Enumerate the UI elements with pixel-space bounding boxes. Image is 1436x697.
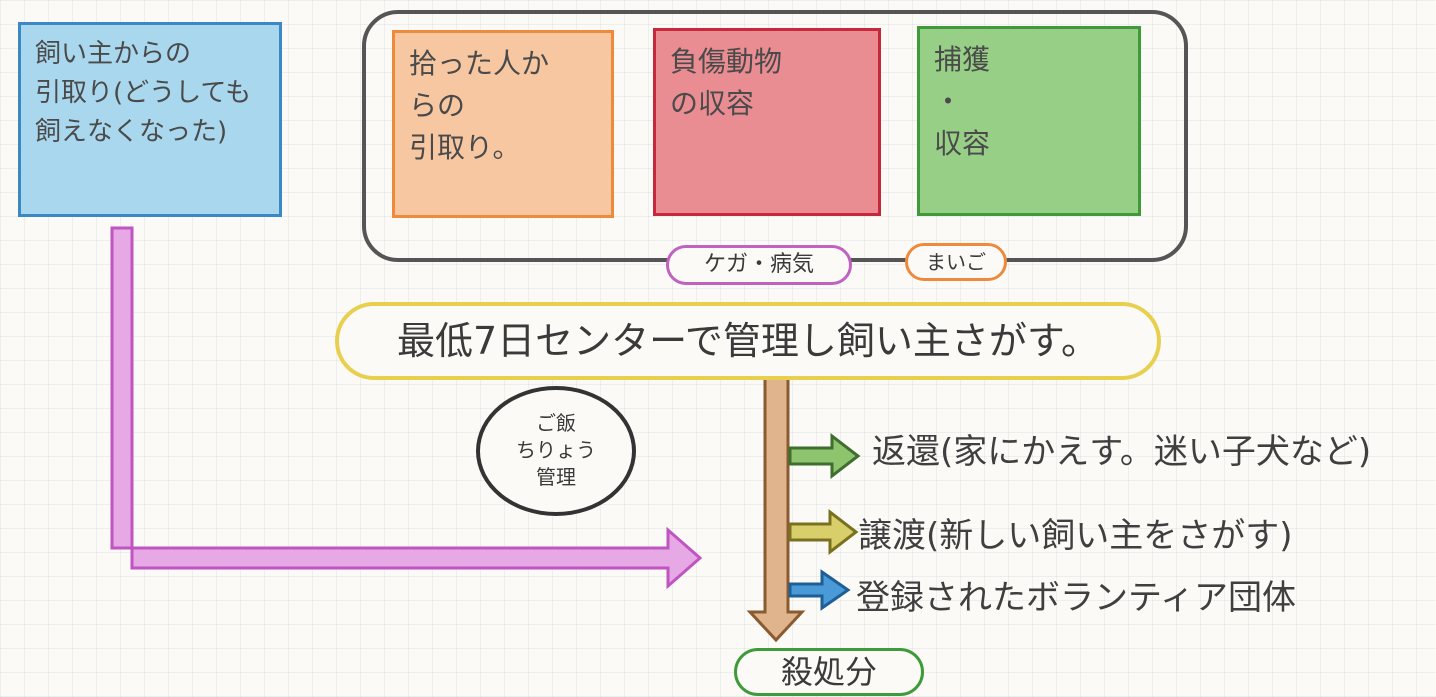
finder-pickup-box: 拾った人か らの 引取り。 xyxy=(392,30,614,218)
outcome-return: 返還(家にかえす。迷い子犬など) xyxy=(872,432,1372,472)
green-arrow xyxy=(788,432,861,480)
injured-animal-box: 負傷動物 の収容 xyxy=(653,28,881,216)
tan-down-arrow xyxy=(746,374,806,643)
injury-illness-tag: ケガ・病気 xyxy=(666,245,852,285)
care-speech-bubble: ご飯 ちりょう 管理 xyxy=(476,386,636,516)
lost-tag: まいご xyxy=(905,243,1007,281)
center-management-pill: 最低7日センターで管理し飼い主さがす。 xyxy=(335,302,1161,380)
pink-arrow xyxy=(110,226,703,590)
capture-box: 捕獲 ・ 収容 xyxy=(917,26,1141,216)
outcome-volunteer: 登録されたボランティア団体 xyxy=(856,578,1296,618)
outcome-adoption: 譲渡(新しい飼い主をさがす) xyxy=(858,516,1293,556)
owner-surrender-box: 飼い主からの 引取り(どうしても飼えなくなった) xyxy=(18,22,282,217)
yellow-arrow xyxy=(788,508,859,556)
euthanasia-pill: 殺処分 xyxy=(734,648,924,696)
blue-arrow xyxy=(788,569,851,611)
